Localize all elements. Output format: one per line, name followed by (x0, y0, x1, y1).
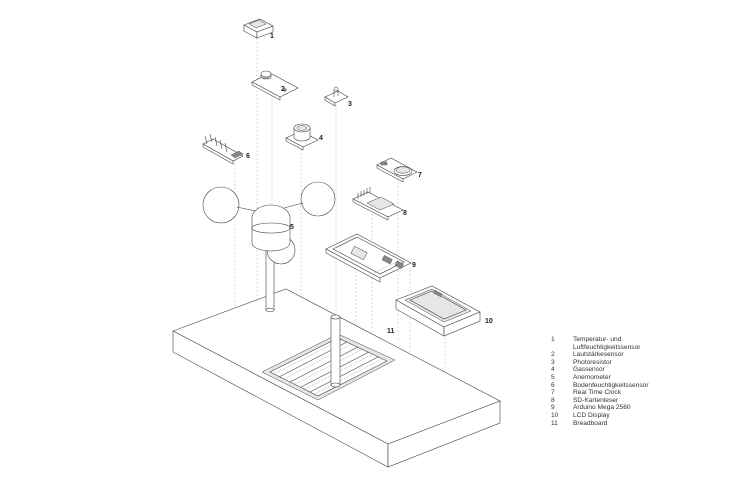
callout-9: 9 (412, 262, 416, 269)
legend-text: LCD Display (573, 412, 610, 419)
legend-number: 6 (551, 381, 555, 389)
callout-labels: 1 2 3 4 5 6 7 8 9 10 11 (246, 33, 493, 335)
gas-sensor (285, 123, 319, 151)
legend-number: 1 (551, 336, 555, 343)
callout-2: 2 (281, 86, 285, 93)
callout-10: 10 (485, 318, 493, 325)
legend-number: 4 (551, 366, 555, 374)
legend-text: Photoresistor (573, 358, 612, 366)
callout-3: 3 (348, 101, 352, 108)
sd-card-reader (352, 187, 404, 221)
anemometer (202, 181, 336, 313)
legend-text: Anemometer (573, 374, 611, 381)
legend-number: 9 (551, 404, 555, 412)
soil-moisture-sensor (202, 133, 244, 165)
legend-number: 5 (551, 374, 555, 381)
legend: 1 Temperatur- und Luftfeuchtigkeitssenso… (551, 336, 731, 436)
legend-text: Real Time Clock (573, 389, 622, 397)
callout-6: 6 (246, 153, 250, 160)
legend-number: 7 (551, 389, 555, 397)
lcd-display (395, 285, 481, 337)
legend-text: SD-Kartenleser (573, 396, 619, 404)
legend-text: Gassensor (573, 366, 605, 374)
legend-text: Breadboard (573, 419, 608, 427)
callout-8: 8 (403, 210, 407, 217)
callout-7: 7 (418, 172, 422, 179)
sound-sensor (251, 70, 299, 101)
temp-humidity-sensor (243, 18, 274, 39)
legend-text: Lautstärkesensor (573, 351, 624, 359)
real-time-clock (376, 157, 418, 183)
arduino-mega (325, 233, 412, 283)
legend-number: 2 (551, 351, 555, 359)
callout-5: 5 (290, 224, 294, 231)
legend-text: Luftfeuchtigkeitssensor (573, 343, 641, 351)
support-post (330, 314, 341, 388)
legend-number: 8 (551, 396, 555, 404)
legend-text: Arduino Mega 2560 (573, 404, 631, 412)
callout-1: 1 (270, 33, 274, 40)
legend-number: 10 (551, 412, 559, 419)
callout-4: 4 (319, 135, 323, 142)
photoresistor (324, 86, 349, 107)
legend-text: Temperatur- und (573, 336, 622, 343)
callout-11: 11 (387, 328, 395, 335)
legend-number: 11 (551, 419, 558, 427)
legend-text: Bodenfeuchtigkeitssensor (573, 381, 649, 389)
legend-number: 3 (551, 358, 555, 366)
